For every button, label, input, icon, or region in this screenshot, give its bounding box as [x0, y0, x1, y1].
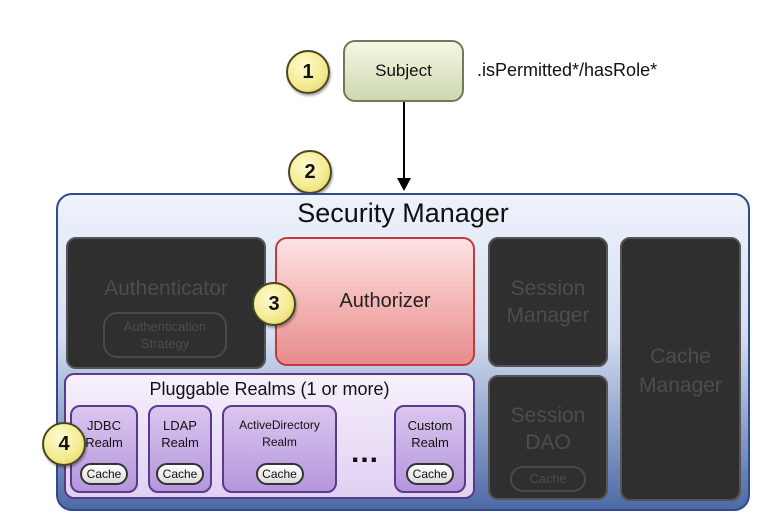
authorizer-box — [275, 237, 475, 366]
cache-manager-box — [620, 237, 741, 501]
session-dao-label: Session DAO — [510, 404, 586, 454]
session-dao-cache: Cache — [510, 466, 586, 492]
realm-ldap: LDAP Realm Cache — [148, 405, 212, 493]
pluggable-realms-title: Pluggable Realms (1 or more) — [149, 379, 390, 399]
subject-label: Subject — [375, 61, 432, 80]
realm-label: LDAP Realm — [161, 418, 199, 450]
method-call-label: .isPermitted*/hasRole* — [477, 60, 658, 80]
call-arrow-line — [403, 102, 405, 180]
more-realms-ellipsis: ... — [350, 436, 379, 469]
realm-label: JDBC Realm — [85, 418, 123, 450]
session-manager-box — [488, 237, 608, 367]
realm-active-directory: ActiveDirectory Realm Cache — [222, 405, 337, 493]
realm-custom: Custom Realm Cache — [394, 405, 466, 493]
subject-node: Subject — [343, 40, 464, 102]
realm-cache: Cache — [255, 463, 304, 485]
security-manager-title: Security Manager — [297, 198, 509, 228]
cache-manager-label: Cache Manager — [639, 345, 722, 397]
step-badge-2: 2 — [288, 150, 332, 194]
session-dao-box — [488, 375, 608, 500]
realm-label: ActiveDirectory Realm — [239, 418, 320, 449]
realm-cache: Cache — [80, 463, 128, 485]
authenticator-box — [66, 237, 266, 369]
step-badge-1: 1 — [286, 50, 330, 94]
authentication-strategy: Authentication Strategy — [103, 312, 227, 358]
session-manager-label: Session Manager — [506, 277, 590, 327]
step-badge-4: 4 — [42, 422, 86, 466]
authenticator-label: Authenticator — [104, 277, 228, 300]
realm-cache: Cache — [406, 463, 454, 485]
authorizer-label: Authorizer — [339, 290, 431, 312]
call-arrow-head — [397, 178, 411, 191]
realm-cache: Cache — [156, 463, 204, 485]
step-badge-3: 3 — [252, 282, 296, 326]
realm-label: Custom Realm — [407, 418, 453, 450]
